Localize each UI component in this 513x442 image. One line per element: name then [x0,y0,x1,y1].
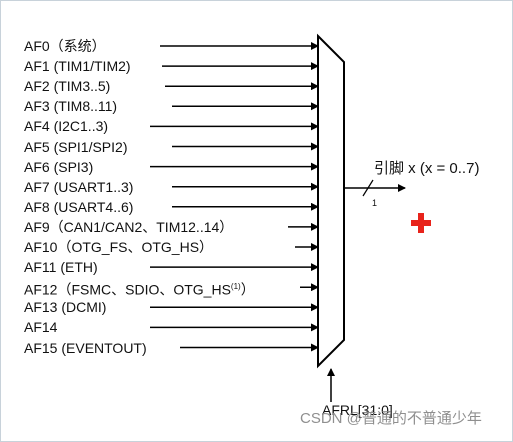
input-label-text: AF1 (TIM1/TIM2) [24,58,131,75]
input-label-af8: AF8 (USART4..6) [24,199,133,215]
input-label-text: AF9（CAN1/CAN2、TIM12..14） [24,218,234,235]
red-cross-icon [411,213,431,233]
input-label-af15: AF15 (EVENTOUT) [24,340,147,356]
input-label-text: AF8 (USART4..6) [24,198,134,215]
input-label-af11: AF11 (ETH) [24,259,98,275]
input-label-af5: AF5 (SPI1/SPI2) [24,139,127,155]
input-label-af2: AF2 (TIM3..5) [24,78,110,94]
input-label-text: AF13 (DCMI) [24,299,107,316]
bus-width-slash [362,179,374,197]
input-label-text: AF10（OTG_FS、OTG_HS） [24,239,214,255]
input-label-text: AF14 [24,319,58,336]
input-label-text: AF5 (SPI1/SPI2) [24,138,128,155]
input-label-text: AF11 (ETH) [24,259,98,276]
input-label-af1: AF1 (TIM1/TIM2) [24,58,131,74]
select-register-label: AFRL[31:0] [322,402,393,418]
input-label-text: AF0（系统） [24,38,106,54]
input-label-af13: AF13 (DCMI) [24,299,106,315]
input-label-af10: AF10（OTG_FS、OTG_HS） [24,239,213,255]
watermark: CSDN @普通的不普通少年 [300,410,482,427]
input-label-text: AF12（FSMC、SDIO、OTG_HS [24,281,231,298]
input-label-af4: AF4 (I2C1..3) [24,118,108,134]
input-label-af9: AF9（CAN1/CAN2、TIM12..14） [24,219,233,235]
bus-width-label: 1 [372,198,378,208]
input-label-suffix: ） [240,281,255,298]
footnote-marker: (1) [230,282,241,292]
multiplexer-block [317,33,345,369]
input-label-af12: AF12（FSMC、SDIO、OTG_HS(1)） [24,279,255,298]
input-label-text: AF6 (SPI3) [24,158,94,175]
input-label-text: AF2 (TIM3..5) [24,78,111,95]
input-label-af7: AF7 (USART1..3) [24,179,133,195]
input-label-af3: AF3 (TIM8..11) [24,98,117,114]
cross-shape [411,213,431,233]
input-label-text: AF4 (I2C1..3) [24,118,109,135]
input-label-af6: AF6 (SPI3) [24,159,93,175]
input-label-text: AF15 (EVENTOUT) [24,339,147,356]
input-label-text: AF3 (TIM8..11) [24,98,118,115]
input-label-af0: AF0（系统） [24,38,106,54]
output-pin-label: 引脚 x (x = 0..7) [374,160,480,177]
input-label-af14: AF14 [24,319,57,335]
input-label-text: AF7 (USART1..3) [24,178,134,195]
